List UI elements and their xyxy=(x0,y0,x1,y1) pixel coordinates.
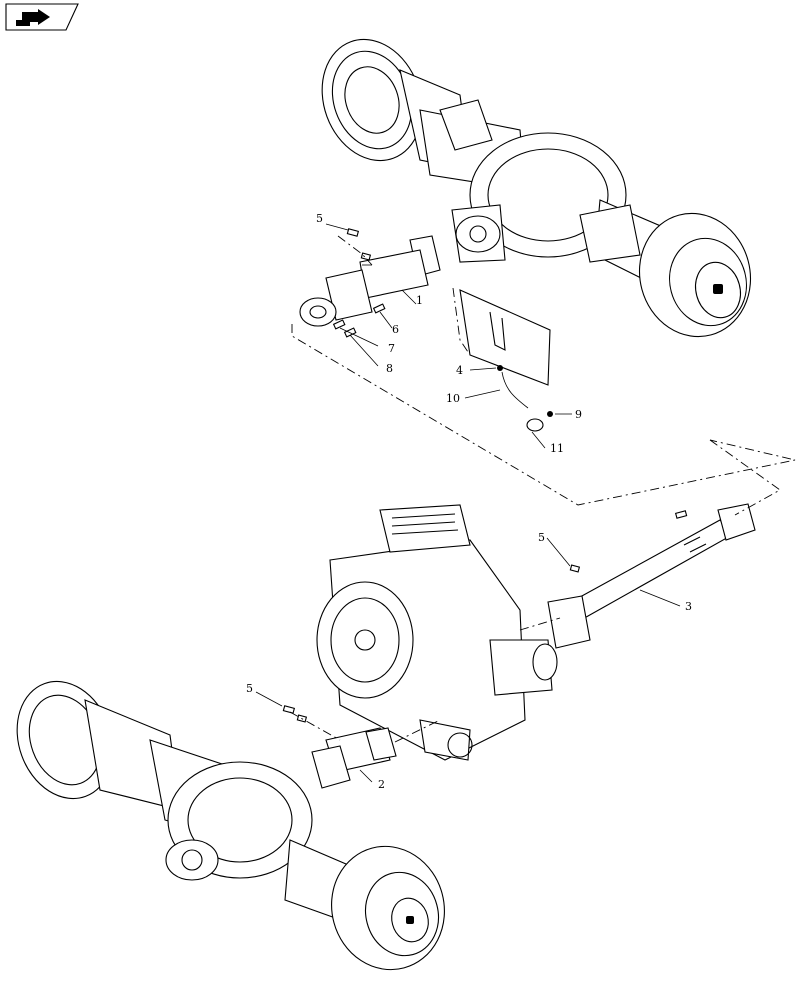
callout-9: 9 xyxy=(575,408,582,421)
front-axle-assembly xyxy=(16,680,445,971)
callout-10: 10 xyxy=(446,392,460,405)
callout-1: 1 xyxy=(416,294,423,307)
callout-11: 11 xyxy=(550,442,564,455)
assembly-dash-lines xyxy=(289,235,796,743)
next-page-arrow-icon[interactable] xyxy=(5,3,79,31)
callout-4: 4 xyxy=(456,364,463,377)
center-drive-shaft xyxy=(547,503,756,649)
transmission-assembly xyxy=(316,504,558,761)
rear-axle-assembly xyxy=(321,38,752,338)
callout-5-middle: 5 xyxy=(538,531,545,544)
shield-plate xyxy=(459,289,553,432)
callout-3: 3 xyxy=(685,600,692,613)
callout-5-top: 5 xyxy=(316,212,323,225)
callout-6: 6 xyxy=(392,323,399,336)
rear-drive-shaft xyxy=(299,228,441,338)
callout-7: 7 xyxy=(388,342,395,355)
callout-8: 8 xyxy=(386,362,393,375)
callout-labels: 5 1 6 7 8 4 10 9 11 5 3 5 2 xyxy=(246,212,692,791)
callout-5-bottom: 5 xyxy=(246,682,253,695)
front-drive-shaft xyxy=(282,705,397,789)
callout-2: 2 xyxy=(378,778,385,791)
leader-lines xyxy=(255,223,681,783)
